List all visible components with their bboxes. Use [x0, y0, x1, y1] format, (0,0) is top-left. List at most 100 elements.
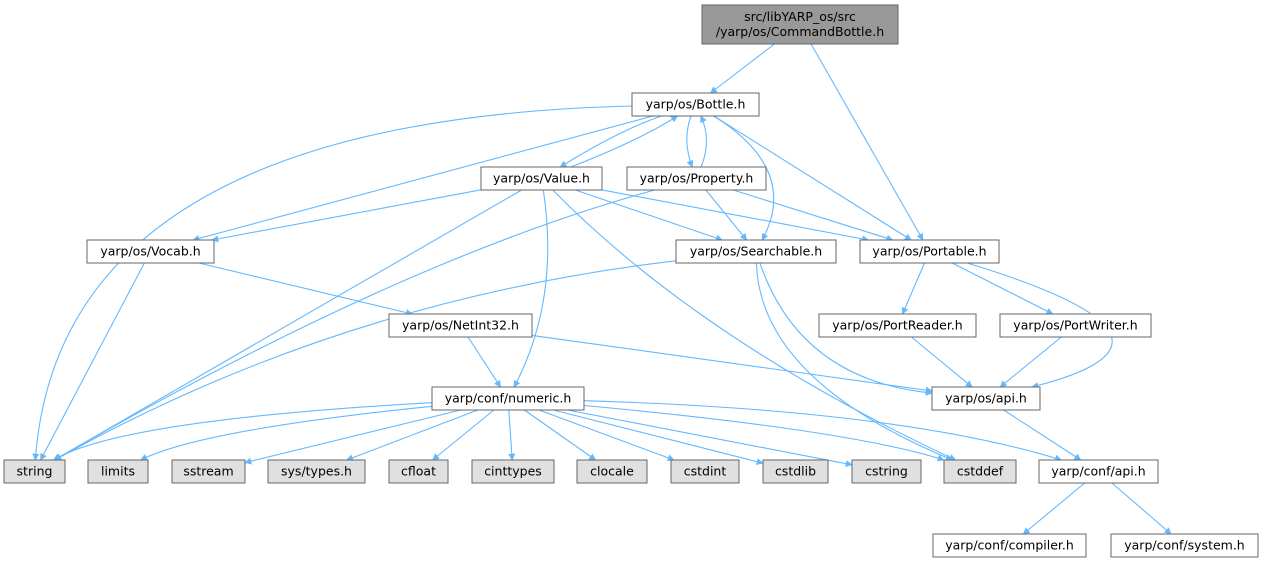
edge-searchable-to-osapi: [759, 262, 933, 396]
node-label-string: string: [17, 464, 53, 479]
node-bottle[interactable]: yarp/os/Bottle.h: [631, 92, 760, 117]
node-label-osapi: yarp/os/api.h: [945, 391, 1027, 406]
node-cstring: cstring: [851, 459, 922, 484]
node-box-portwriter: [999, 313, 1152, 338]
edge-confapi-to-system: [1111, 482, 1172, 535]
edge-netint32-to-osapi: [531, 334, 933, 394]
node-box-portable: [859, 239, 1000, 264]
node-label-bottle: yarp/os/Bottle.h: [646, 97, 746, 112]
node-confapi[interactable]: yarp/conf/api.h: [1038, 459, 1159, 484]
edge-value-to-bottle: [570, 115, 679, 168]
node-netint32[interactable]: yarp/os/NetInt32.h: [388, 313, 533, 338]
edge-numeric-to-string: [53, 402, 433, 461]
node-cinttypes: cinttypes: [471, 459, 555, 484]
node-box-osapi: [931, 386, 1041, 411]
node-box-commandbottle: [701, 4, 899, 45]
node-label-cinttypes: cinttypes: [484, 464, 542, 479]
node-osapi[interactable]: yarp/os/api.h: [931, 386, 1041, 411]
nodes-layer: src/libYARP_os/src/yarp/os/CommandBottle…: [3, 4, 1259, 558]
node-cstddef: cstddef: [943, 459, 1017, 484]
edge-netint32-to-numeric: [467, 336, 501, 388]
node-cstdlib: cstdlib: [762, 459, 829, 484]
node-box-confapi: [1038, 459, 1159, 484]
node-box-limits: [87, 459, 149, 484]
node-value[interactable]: yarp/os/Value.h: [480, 166, 603, 191]
edge-value-to-vocab: [211, 189, 482, 243]
node-label-searchable: yarp/os/Searchable.h: [690, 244, 822, 259]
edge-bottle-to-portable: [713, 115, 912, 241]
node-systypes: sys/types.h: [267, 459, 366, 484]
edge-value-to-searchable: [575, 189, 723, 242]
node-sstream: sstream: [171, 459, 246, 484]
node-label-clocale: clocale: [590, 464, 634, 479]
node-label-sstream: sstream: [183, 464, 233, 479]
node-box-property: [626, 166, 767, 191]
node-box-cinttypes: [471, 459, 555, 484]
node-label-cstdint: cstdint: [684, 464, 727, 479]
edge-bottle-to-vocab: [192, 115, 654, 242]
node-numeric[interactable]: yarp/conf/numeric.h: [431, 386, 585, 411]
node-box-cstring: [851, 459, 922, 484]
edge-property-to-string: [53, 189, 655, 461]
node-label-commandbottle: /yarp/os/CommandBottle.h: [716, 24, 884, 39]
node-label-limits: limits: [101, 464, 135, 479]
edge-property-to-bottle: [700, 115, 708, 168]
edge-vocab-to-string: [40, 262, 145, 461]
edge-searchable-to-string: [54, 260, 677, 461]
node-box-bottle: [631, 92, 760, 117]
edge-numeric-to-cstdint: [538, 409, 675, 462]
node-label-value: yarp/os/Value.h: [493, 171, 590, 186]
edge-numeric-to-systypes: [346, 409, 478, 462]
node-string: string: [3, 459, 66, 484]
edge-numeric-to-cstdlib: [553, 409, 764, 466]
node-limits: limits: [87, 459, 149, 484]
node-label-property: yarp/os/Property.h: [640, 171, 754, 186]
node-box-clocale: [576, 459, 648, 484]
edge-portwriter-to-osapi: [999, 336, 1062, 388]
node-box-numeric: [431, 386, 585, 411]
node-box-systypes: [267, 459, 366, 484]
edge-numeric-to-cinttypes: [508, 409, 516, 461]
edge-confapi-to-compiler: [1022, 482, 1086, 535]
edge-bottle-to-property: [686, 115, 694, 168]
node-property[interactable]: yarp/os/Property.h: [626, 166, 767, 191]
edge-numeric-to-confapi: [583, 400, 1063, 462]
node-box-cfloat: [388, 459, 449, 484]
edge-vocab-to-netint32: [198, 262, 413, 316]
node-commandbottle[interactable]: src/libYARP_os/src/yarp/os/CommandBottle…: [701, 4, 899, 45]
node-label-portreader: yarp/os/PortReader.h: [832, 318, 962, 333]
edge-commandbottle-to-bottle: [709, 43, 775, 94]
node-box-string: [3, 459, 66, 484]
node-system[interactable]: yarp/conf/system.h: [1110, 533, 1259, 558]
node-compiler[interactable]: yarp/conf/compiler.h: [932, 533, 1087, 558]
edge-property-to-searchable: [705, 189, 748, 241]
node-box-compiler: [932, 533, 1087, 558]
node-cstdint: cstdint: [670, 459, 740, 484]
node-box-vocab: [86, 239, 215, 264]
edge-searchable-to-cstddef: [755, 262, 953, 461]
edge-numeric-to-cfloat: [432, 409, 495, 461]
node-box-value: [480, 166, 603, 191]
node-label-vocab: yarp/os/Vocab.h: [100, 244, 200, 259]
node-portreader[interactable]: yarp/os/PortReader.h: [818, 313, 977, 338]
edge-value-to-portable: [601, 189, 870, 243]
node-portwriter[interactable]: yarp/os/PortWriter.h: [999, 313, 1152, 338]
node-label-numeric: yarp/conf/numeric.h: [445, 391, 572, 406]
node-clocale: clocale: [576, 459, 648, 484]
edge-numeric-to-limits: [140, 405, 433, 461]
node-label-cstddef: cstddef: [957, 464, 1004, 479]
node-box-system: [1110, 533, 1259, 558]
edge-portable-to-portreader: [901, 262, 926, 315]
node-box-cstddef: [943, 459, 1017, 484]
edge-bottle-to-string: [32, 105, 633, 461]
node-vocab[interactable]: yarp/os/Vocab.h: [86, 239, 215, 264]
edge-bottle-to-value: [559, 115, 662, 168]
edge-commandbottle-to-portable: [810, 43, 924, 241]
node-searchable[interactable]: yarp/os/Searchable.h: [675, 239, 837, 264]
edge-osapi-to-confapi: [1003, 409, 1082, 461]
node-box-cstdint: [670, 459, 740, 484]
node-portable[interactable]: yarp/os/Portable.h: [859, 239, 1000, 264]
node-label-cfloat: cfloat: [401, 464, 436, 479]
node-label-portable: yarp/os/Portable.h: [872, 244, 986, 259]
